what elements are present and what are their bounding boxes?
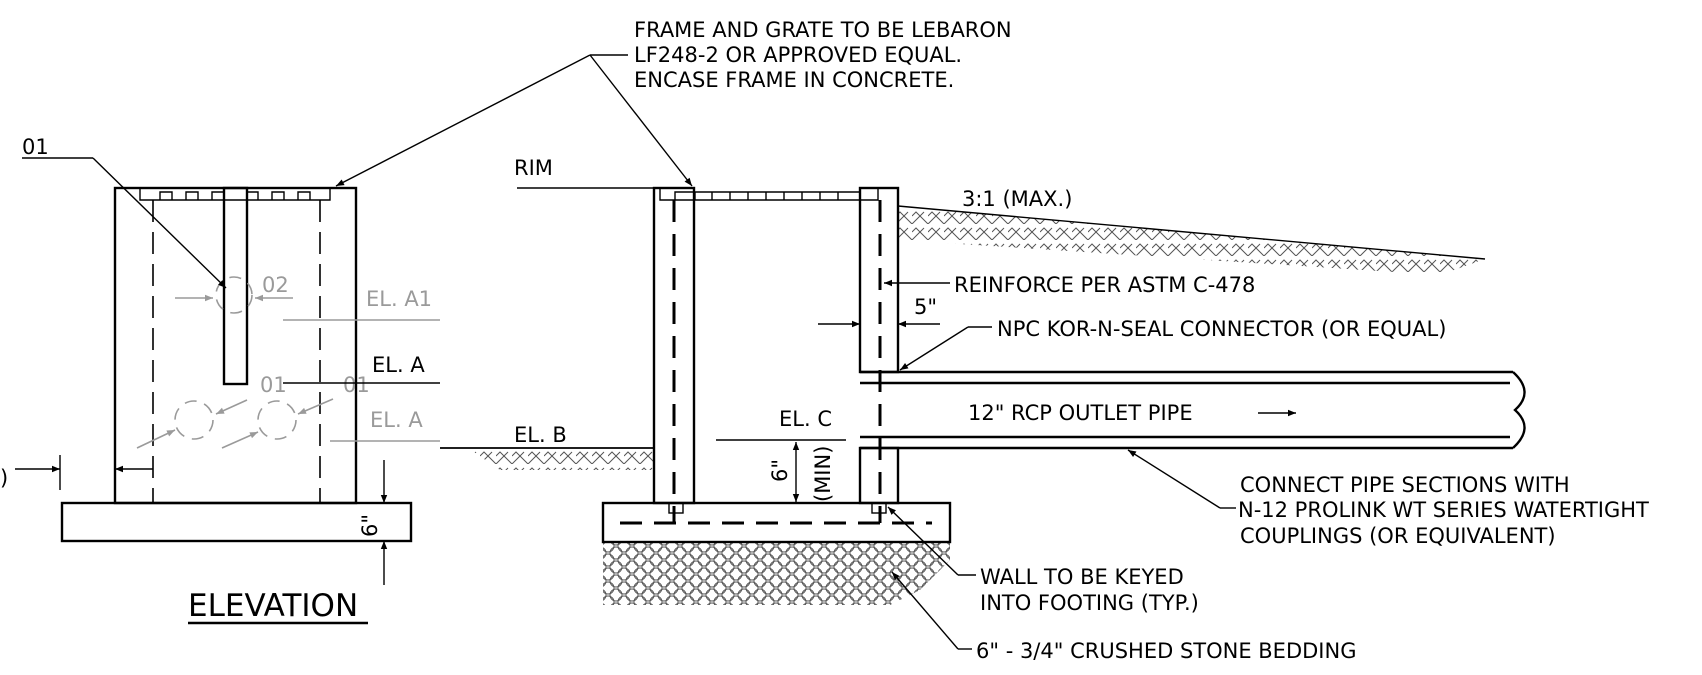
frame-grate-note-line2: LF248-2 OR APPROVED EQUAL. [634, 43, 962, 67]
existing-pipe-01a [174, 400, 214, 440]
frame-grate-note-line3: ENCASE FRAME IN CONCRETE. [634, 68, 954, 92]
section-frame-grate [659, 188, 879, 201]
stone-bedding [603, 542, 950, 605]
elevation-footing [60, 501, 413, 543]
flow-arrow [221, 431, 259, 449]
bedding-note: 6" - 3/4" CRUSHED STONE BEDDING [976, 639, 1356, 663]
el-b-label: EL. B [514, 423, 567, 447]
pipe-id-02: 02 [262, 273, 289, 297]
pipe-id-01b: 01 [343, 373, 370, 397]
outlet-pipe-label: 12" RCP OUTLET PIPE [968, 401, 1193, 425]
leader-frame-grate [335, 54, 591, 187]
el-a-label: EL. A [372, 353, 425, 377]
couplings-note-line2: N-12 PROLINK WT SERIES WATERTIGHT [1238, 498, 1649, 522]
existing-pipe-02 [215, 276, 253, 314]
elevation-frame-grate [139, 188, 331, 201]
flow-arrow [215, 399, 248, 415]
ground-hatch-left [468, 448, 654, 470]
existing-pipe-01b [257, 400, 297, 440]
el-c-label: EL. C [779, 407, 832, 431]
section-view: RIM EL. B EL. C 6" (MIN) [440, 156, 1526, 605]
flow-arrow [136, 429, 176, 449]
el-a-existing-label: EL. A [370, 408, 423, 432]
ground-hatch-slope [898, 206, 1485, 275]
wall-key-left [668, 502, 684, 514]
sump-dim: 6" [768, 459, 792, 482]
leader-couplings [1127, 449, 1221, 509]
couplings-note-line3: COUPLINGS (OR EQUIVALENT) [1240, 524, 1556, 548]
outlet-pipe [860, 370, 1526, 450]
couplings-note-line1: CONNECT PIPE SECTIONS WITH [1240, 473, 1570, 497]
footing [601, 501, 952, 544]
callouts: FRAME AND GRATE TO BE LEBARON LF248-2 OR… [335, 18, 1649, 663]
pipe-id-01a: 01 [260, 373, 287, 397]
leader-keyed [887, 506, 959, 576]
ground-slope [897, 205, 1486, 260]
leader-frame-grate [589, 54, 693, 187]
footing-dim: 6" [358, 514, 382, 537]
keyed-note-line1: WALL TO BE KEYED [980, 565, 1184, 589]
keyed-note-line2: INTO FOOTING (TYP.) [980, 591, 1199, 615]
connector-note: NPC KOR-N-SEAL CONNECTOR (OR EQUAL) [997, 317, 1446, 341]
flow-arrow [297, 398, 334, 415]
pipe-id-01: 01 [22, 135, 49, 159]
frame-grate-note-line1: FRAME AND GRATE TO BE LEBARON [634, 18, 1012, 42]
sump-min: (MIN) [811, 446, 835, 502]
leader-connector [899, 326, 969, 371]
leader-01 [92, 157, 227, 289]
el-a1-label: EL. A1 [366, 287, 432, 311]
wall-thickness-dim: 5" [914, 295, 937, 319]
slope-label: 3:1 (MAX.) [962, 187, 1072, 211]
elevation-baffle [222, 186, 249, 386]
dim-text: ) [0, 466, 8, 490]
leader-bedding [891, 571, 959, 650]
elevation-title: ELEVATION [188, 588, 358, 624]
rim-label: RIM [514, 156, 553, 180]
reinforce-note: REINFORCE PER ASTM C-478 [954, 273, 1255, 297]
elevation-view: 01 02 01 01 EL. A1 EL. A EL. A ) 6" ELEV… [0, 135, 440, 625]
